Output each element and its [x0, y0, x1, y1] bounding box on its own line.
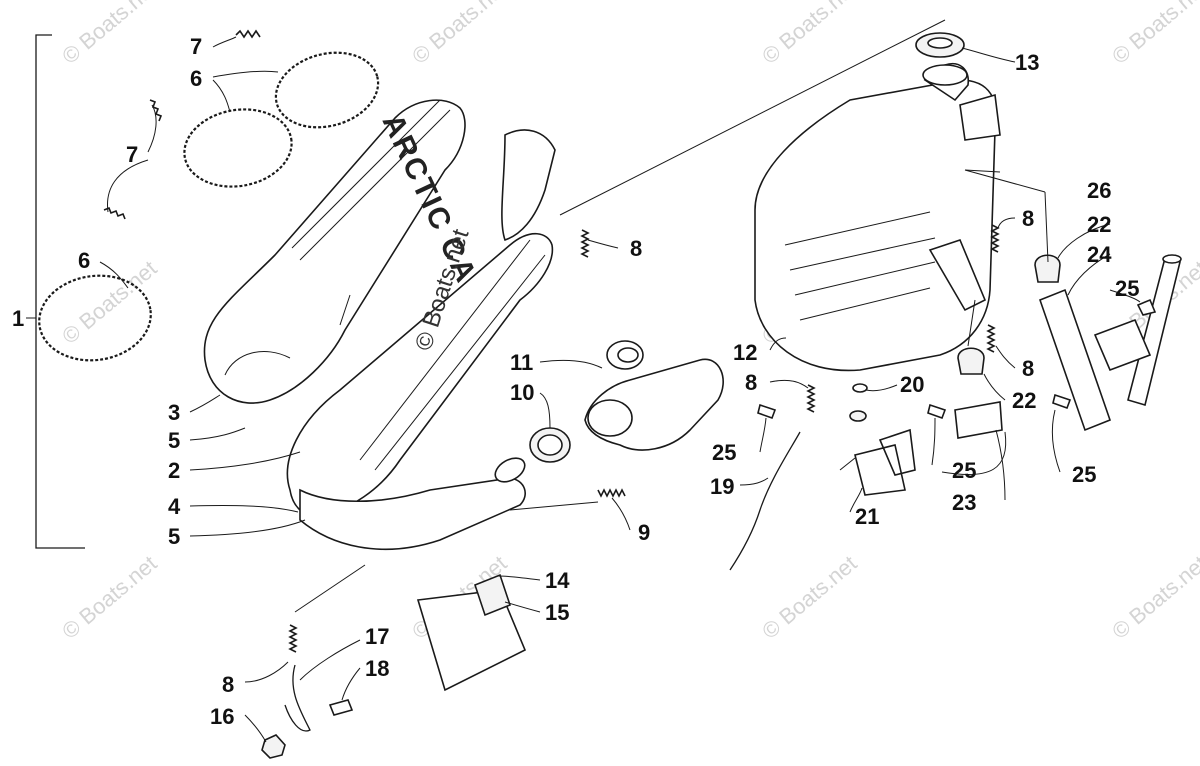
callout-label: 8 [1022, 206, 1034, 231]
callout-label: 25 [712, 440, 736, 465]
bolt-25a [757, 403, 777, 420]
bolt-18 [328, 699, 354, 716]
callout-label: 8 [1022, 356, 1034, 381]
callout-leaders [99, 36, 1141, 743]
watermark-text: © Boats.net [57, 0, 161, 69]
mount-bracket-21 [854, 428, 916, 496]
spring-8b [990, 224, 1000, 253]
callout-label: 25 [1072, 462, 1096, 487]
callout-label: 10 [510, 380, 534, 405]
callout-label: 11 [510, 350, 533, 375]
spring-8e [288, 624, 298, 653]
bolt-25d [1136, 298, 1157, 316]
assembly-bracket [35, 34, 85, 549]
hook-17 [284, 664, 311, 732]
spring-8d [806, 384, 816, 413]
callout-label: 8 [630, 236, 642, 261]
callout-label: 25 [1115, 276, 1139, 301]
ground-cable [729, 431, 801, 571]
spring-8a [580, 229, 590, 258]
callout-label: 25 [952, 458, 976, 483]
clamp-rings [38, 51, 380, 362]
callout-label: 17 [365, 624, 389, 649]
small-springs [103, 29, 261, 220]
callout-label: 6 [78, 248, 90, 273]
callout-label: 24 [1087, 242, 1112, 267]
mount-bracket-24 [1038, 288, 1112, 432]
callout-label: 1 [12, 306, 24, 331]
bolt-25b [927, 403, 947, 420]
callout-label: 3 [168, 400, 180, 425]
resonator-box [754, 63, 1001, 372]
watermark-text: © Boats.net [57, 256, 161, 349]
callout-label: 6 [190, 66, 202, 91]
callout-label: 13 [1015, 50, 1039, 75]
callout-label: 21 [855, 504, 879, 529]
callout-label: 4 [168, 494, 181, 519]
callout-label: 12 [733, 340, 757, 365]
callout-label: 15 [545, 600, 569, 625]
damper-22-upper [1034, 254, 1061, 283]
washer-20b [849, 410, 867, 422]
exhaust-manifold [584, 340, 724, 451]
callout-label: 26 [1087, 178, 1111, 203]
spring-8c [986, 324, 996, 353]
callout-label: 2 [168, 458, 180, 483]
callout-label: 20 [900, 372, 924, 397]
callout-label: 19 [710, 474, 734, 499]
expansion-chamber [286, 129, 556, 551]
callout-label: 5 [168, 428, 180, 453]
callout-numbers: 1 2 3 4 5 5 6 6 7 7 8 8 8 8 8 9 10 11 12… [12, 34, 1139, 729]
watermark-text: © Boats.net [757, 0, 861, 69]
callout-label: 9 [638, 520, 650, 545]
isolator-15 [474, 573, 511, 617]
bolt-25c [1052, 393, 1072, 410]
watermark-text: © Boats.net [757, 551, 861, 644]
callout-label: 22 [1012, 388, 1036, 413]
watermark-text: © Boats.net [1107, 0, 1200, 69]
callout-label: 16 [210, 704, 234, 729]
callout-label: 22 [1087, 212, 1111, 237]
gasket-inner [537, 434, 563, 456]
mount-plate-24 [1093, 318, 1152, 372]
mount-bracket-23 [954, 401, 1003, 439]
washer-20 [852, 383, 868, 393]
callout-label: 8 [745, 370, 757, 395]
callout-label: 7 [126, 142, 138, 167]
callout-label: 7 [190, 34, 202, 59]
callout-label: 18 [365, 656, 389, 681]
tailpipe-end [1162, 254, 1182, 264]
callout-label: 5 [168, 524, 180, 549]
watermark-text: © Boats.net [407, 0, 511, 69]
leader-lines [294, 19, 1049, 613]
grommet-inner [927, 37, 953, 49]
spring-9 [597, 488, 626, 498]
support-bracket [416, 589, 527, 692]
callout-label: 8 [222, 672, 234, 697]
callout-label: 23 [952, 490, 976, 515]
watermark-text: © Boats.net [57, 551, 161, 644]
damper-22-lower [957, 347, 985, 375]
watermark-text: © Boats.net [1107, 551, 1200, 644]
callout-label: 14 [545, 568, 570, 593]
nut-16 [261, 734, 286, 759]
